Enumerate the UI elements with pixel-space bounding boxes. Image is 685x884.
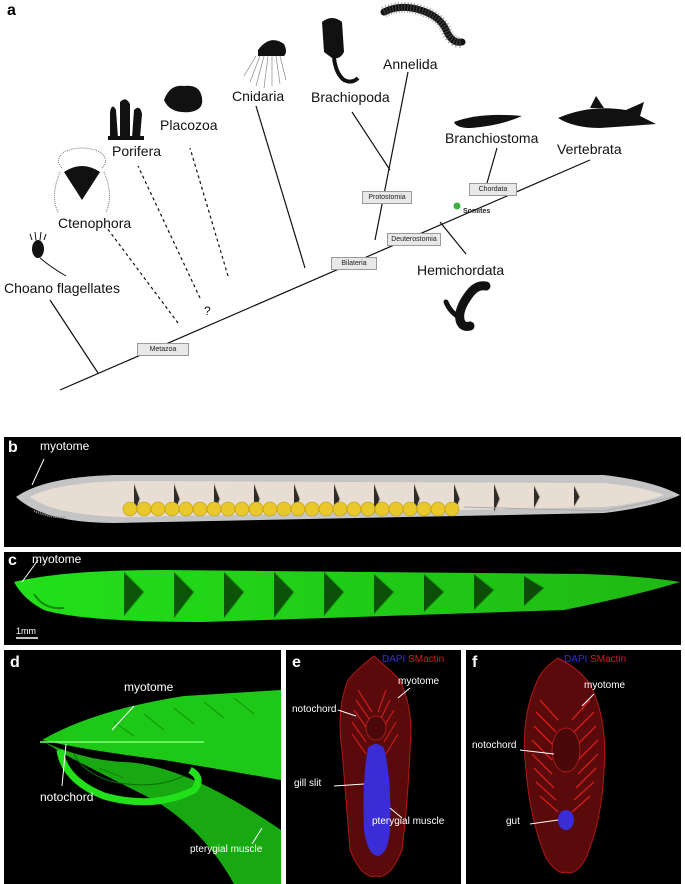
- panel-e-image: [333, 655, 412, 877]
- taxon-choano: Choano flagellates: [4, 280, 120, 296]
- taxon-branchiostoma: Branchiostoma: [445, 130, 539, 146]
- panel-c-image: [14, 559, 680, 639]
- cnidaria-silhouette: [243, 40, 287, 89]
- branch-protostomia: [374, 71, 409, 241]
- label-f-myotome: myotome: [584, 680, 626, 691]
- panel-a: a: [0, 0, 685, 420]
- panel-f-image: [519, 657, 606, 874]
- branch-ctenophora: [106, 227, 179, 324]
- label-c-myotome: myotome: [32, 552, 82, 566]
- node-protostomia: Protostomia: [362, 191, 412, 204]
- label-e-notochord: notochord: [292, 704, 337, 715]
- label-e-pterygial: pterygial muscle: [372, 816, 445, 827]
- hemichordate-silhouette: [455, 281, 491, 331]
- stain-f-dapi: DAPI: [564, 654, 588, 665]
- choanoflagellate-silhouette: [29, 231, 67, 277]
- brachiopod-silhouette: [322, 18, 360, 84]
- annelid-silhouette: [380, 3, 466, 46]
- node-bilateria: Bilateria: [331, 257, 377, 270]
- branch-choano: [49, 299, 99, 374]
- gonads: [122, 501, 460, 517]
- phylogeny-tree: [29, 1, 656, 391]
- label-c-scale: 1mm: [16, 626, 36, 636]
- taxon-annelida: Annelida: [383, 56, 438, 72]
- label-d-pterygial: pterygial muscle: [190, 844, 263, 855]
- label-d-notochord: notochord: [40, 790, 94, 804]
- label-e-gill-slit: gill slit: [294, 778, 322, 789]
- node-chordata: Chordata: [469, 183, 517, 196]
- branch-cnidaria: [255, 105, 306, 269]
- taxon-hemichordata: Hemichordata: [417, 262, 505, 278]
- label-f-gut: gut: [506, 816, 520, 827]
- stain-legend-e: DAPI SMactin: [382, 654, 444, 665]
- panel-b: b myotome: [4, 437, 681, 547]
- taxon-vertebrata: Vertebrata: [557, 141, 622, 157]
- branch-porifera: [137, 165, 201, 299]
- branch-brachiopoda: [351, 111, 391, 171]
- placozoa-silhouette: [164, 85, 203, 113]
- panel-e: e DAPI SMactin myotome notochord gill sl…: [286, 650, 461, 884]
- label-d-myotome: myotome: [124, 680, 174, 694]
- somites-dot: [453, 202, 461, 210]
- stain-e-smactin: SMactin: [408, 654, 445, 665]
- taxon-placozoa: Placozoa: [160, 117, 218, 133]
- panel-letter-c: c: [8, 552, 17, 569]
- branch-hemichordata: [439, 221, 467, 255]
- somites-label: Somites: [463, 208, 491, 215]
- taxon-cnidaria: Cnidaria: [232, 88, 285, 104]
- panel-c: c myotome 1mm: [4, 552, 681, 645]
- label-b-myotome: myotome: [40, 439, 90, 453]
- gut-f: [558, 810, 574, 830]
- stain-e-dapi: DAPI: [382, 654, 406, 665]
- stain-f-smactin: SMactin: [590, 654, 627, 665]
- shark-silhouette: [558, 96, 656, 128]
- panel-b-image: [16, 458, 680, 523]
- node-deuterostomia: Deuterostomia: [387, 233, 441, 246]
- taxon-porifera: Porifera: [112, 143, 162, 159]
- label-e-myotome: myotome: [398, 676, 440, 687]
- panel-letter-f: f: [472, 654, 478, 671]
- panel-letter-b: b: [8, 439, 18, 456]
- panel-letter-a: a: [7, 2, 16, 19]
- taxon-ctenophora: Ctenophora: [58, 215, 132, 231]
- panel-f: f DAPI SMactin myotome notochord gut: [466, 650, 681, 884]
- porifera-silhouette: [108, 99, 144, 140]
- branch-placozoa: [189, 147, 229, 277]
- taxon-brachiopoda: Brachiopoda: [311, 89, 390, 105]
- panel-letter-e: e: [292, 654, 301, 671]
- panel-d: d myotome notochord pterygial muscle: [4, 650, 281, 884]
- panel-d-image: [40, 690, 281, 884]
- branchiostoma-silhouette: [454, 114, 522, 128]
- question-mark: ?: [204, 304, 211, 318]
- node-metazoa: Metazoa: [137, 343, 189, 356]
- panel-letter-d: d: [10, 654, 20, 671]
- label-f-notochord: notochord: [472, 740, 517, 751]
- stain-legend-f: DAPI SMactin: [564, 654, 626, 665]
- ctenophore-silhouette: [54, 147, 110, 213]
